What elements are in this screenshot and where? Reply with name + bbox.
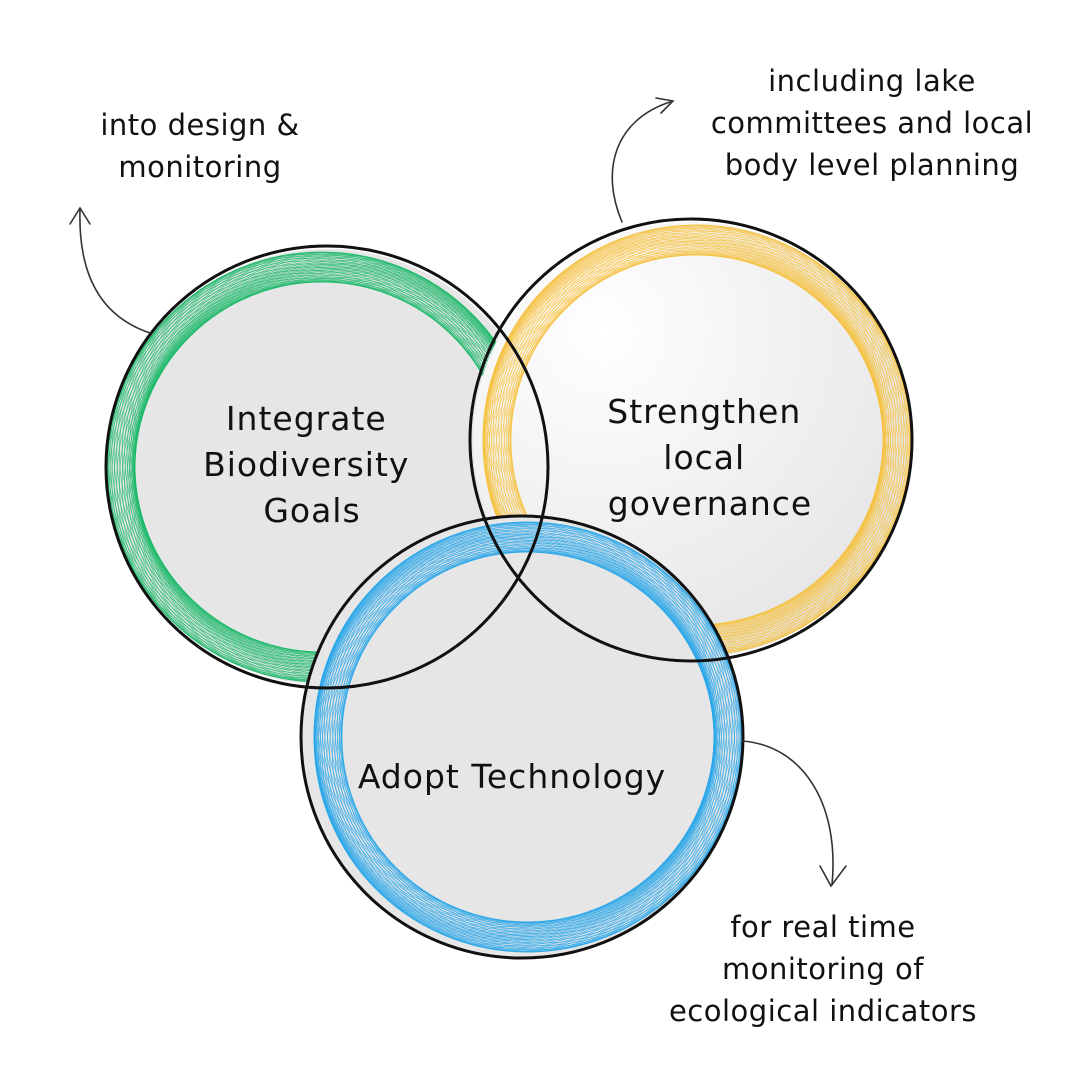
ring-stroke	[319, 523, 721, 925]
governance-outline	[468, 217, 914, 663]
note-line: for real time	[730, 910, 916, 944]
biodiversity-label-line: Biodiversity	[203, 445, 409, 484]
technology-label-line: Adopt Technology	[358, 757, 666, 796]
governance-label-line: governance	[608, 484, 812, 523]
ring-stroke	[314, 531, 715, 933]
note-line: monitoring of	[722, 952, 924, 986]
governance-label-line: Strengthen	[607, 392, 801, 431]
biodiversity-label-line: Integrate	[226, 399, 387, 438]
note-line: ecological indicators	[668, 994, 978, 1028]
ring-stroke	[336, 525, 738, 927]
note-line: monitoring	[118, 150, 282, 184]
ring-stroke	[329, 521, 730, 923]
governance-label: Strengthen local governance	[607, 392, 812, 523]
technology-ring	[313, 521, 743, 953]
note-line: into design &	[100, 108, 300, 142]
ring-stroke	[340, 530, 742, 932]
technology-circle	[302, 517, 743, 957]
biodiversity-outline	[104, 244, 550, 690]
ring-stroke	[315, 528, 717, 929]
ring-stroke	[334, 523, 736, 925]
technology-outline	[299, 514, 745, 960]
arrow-icon	[69, 206, 151, 334]
note-monitoring: for real time monitoring of ecological i…	[620, 906, 1026, 1032]
ring-stroke	[317, 525, 719, 926]
biodiversity-label-line: Goals	[263, 491, 360, 530]
note-line: including lake	[768, 64, 976, 98]
circle-outlines	[104, 217, 914, 960]
note-lake: including lake committees and local body…	[664, 60, 1080, 186]
note-design: into design & monitoring	[60, 104, 340, 188]
annotation-arrows	[69, 97, 847, 888]
ring-stroke	[314, 529, 716, 931]
technology-label: Adopt Technology	[358, 757, 666, 796]
technology-fill	[302, 517, 742, 957]
arrow-icon	[741, 740, 847, 888]
ring-stroke	[334, 549, 736, 951]
governance-label-line: local	[663, 438, 745, 477]
biodiversity-label: Integrate Biodiversity Goals	[203, 399, 421, 530]
arrow-icon	[611, 97, 675, 223]
ring-stroke	[331, 522, 733, 924]
note-line: body level planning	[724, 148, 1020, 182]
note-line: committees and local	[710, 106, 1034, 140]
